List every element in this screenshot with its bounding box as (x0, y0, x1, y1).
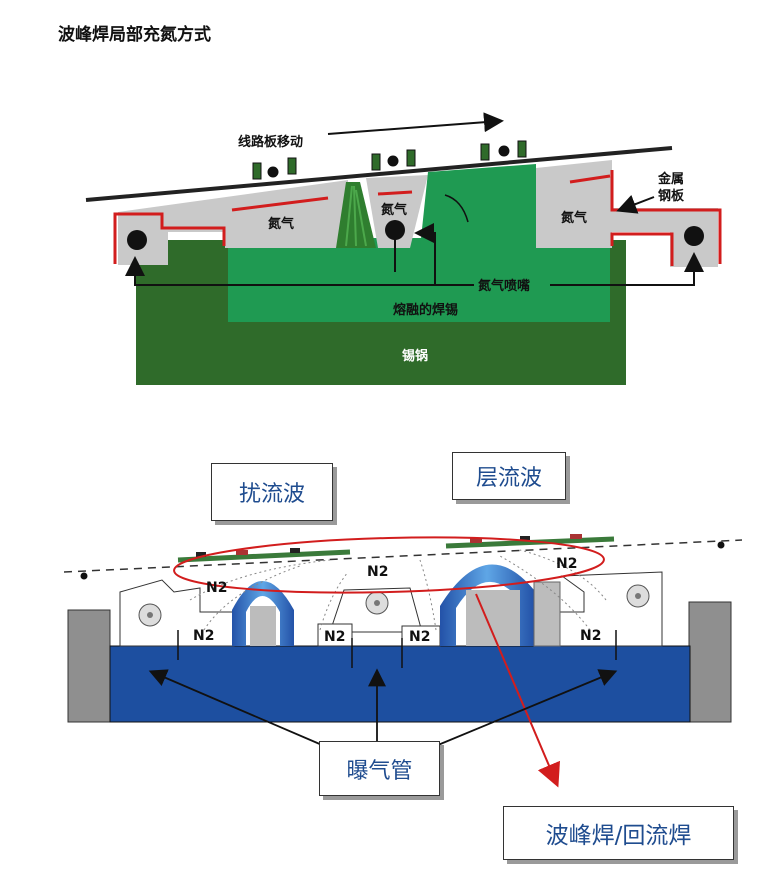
aeration-tube-label: 曝气管 (319, 741, 440, 796)
side-block-right (688, 601, 732, 723)
aeration-tubes (177, 630, 617, 668)
wheel-center (365, 591, 389, 615)
circuit-board (85, 146, 673, 202)
nitrogen-label-right: 氮气 (561, 210, 587, 226)
nitrogen-chamber-left (118, 180, 348, 258)
molten-solder-label: 熔融的焊锡 (393, 302, 458, 318)
nitrogen-label-center: 氮气 (381, 202, 407, 218)
laminar-wave-core (466, 590, 520, 646)
nozzle-center (385, 220, 405, 240)
circuit-board-left (177, 548, 351, 563)
plate-red-center (377, 190, 413, 196)
nozzle-leader-right (550, 252, 704, 286)
plate-red-left (231, 196, 329, 212)
components-right (480, 140, 527, 161)
conveyor-dot-left (80, 572, 88, 580)
solder-pot-label: 锡锅 (402, 348, 428, 364)
nozzle-label: 氮气喷嘴 (478, 278, 530, 294)
conveyor-line (63, 539, 743, 573)
plate-red-right (569, 174, 611, 184)
circuit-board-right (445, 534, 615, 549)
solder-wave-left (336, 182, 376, 248)
side-block-left (67, 609, 111, 723)
wheel-right (626, 584, 650, 608)
board-move-label: 线路板移动 (238, 134, 303, 150)
highlight-ellipse (173, 536, 605, 594)
nozzle-left (127, 230, 147, 250)
page-title: 波峰焊局部充氮方式 (58, 25, 211, 45)
bottom-diagram: N2 N2 N2 N2 N2 N2 N2 (63, 534, 743, 788)
board-move-arrow (327, 112, 504, 135)
highlight-arrow (475, 593, 560, 788)
nitrogen-label-left: 氮气 (268, 216, 294, 232)
nitrogen-flow-lines (189, 549, 607, 631)
top-diagram: 线路板移动 氮气 氮气 氮气 金属钢板 氮气喷嘴 熔融的焊锡 锡锅 (85, 112, 722, 385)
wheel-left (138, 603, 162, 627)
metal-plate-right (610, 170, 722, 264)
n2-label-2: N2 (367, 564, 388, 580)
turbulent-wave-label: 扰流波 (211, 463, 333, 521)
n2-label-7: N2 (580, 628, 601, 644)
turbulent-wave (232, 581, 294, 646)
solder-wave-left-stripes (345, 185, 367, 247)
nozzle-body-left (119, 579, 235, 647)
molten-solder-area (228, 238, 610, 322)
nozzle-leader-center (414, 223, 474, 286)
solder-wave-right (420, 164, 536, 248)
aeration-arrows (148, 668, 618, 746)
nozzle-leader-left (125, 256, 474, 286)
wave-reflow-label: 波峰焊/回流焊 (503, 806, 734, 860)
laminar-wave-label: 层流波 (452, 452, 566, 500)
nozzle-body-right (559, 571, 663, 647)
metal-plate-left (113, 212, 226, 264)
components-center (371, 149, 416, 171)
metal-plate-right-inner (610, 232, 674, 266)
components-left (252, 157, 297, 180)
n2-label-4: N2 (193, 628, 214, 644)
conveyor-dot-right (717, 541, 725, 549)
turbulent-wave-core (250, 606, 276, 646)
nozzle-right (684, 226, 704, 246)
n2-label-6: N2 (409, 629, 430, 645)
n2-label-5: N2 (324, 629, 345, 645)
n2-label-1: N2 (206, 580, 227, 596)
solder-bath (109, 645, 691, 723)
metal-plate-label: 金属钢板 (657, 171, 685, 204)
laminar-wave-block (533, 581, 561, 647)
wave-arc (444, 194, 469, 223)
n2-label-3: N2 (556, 556, 577, 572)
metal-plate-arrow (616, 194, 655, 214)
